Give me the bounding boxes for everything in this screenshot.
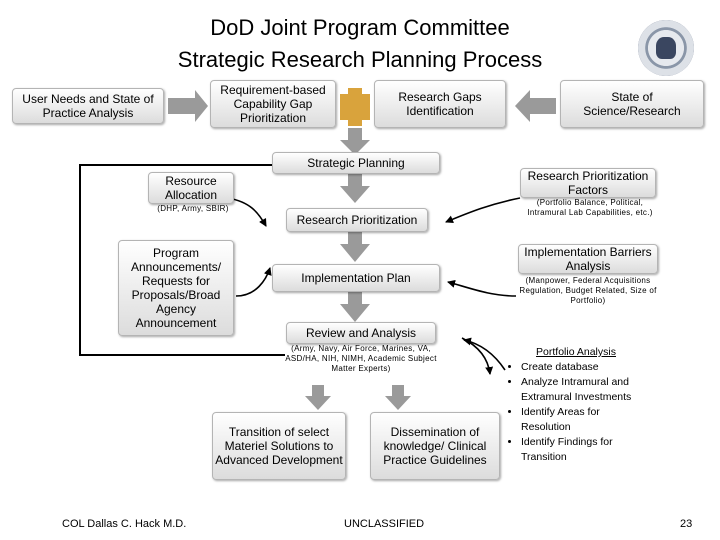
resource-allocation-sub: (DHP, Army, SBIR) bbox=[157, 204, 229, 213]
user-needs-label: User Needs and State of Practice Analysi… bbox=[22, 92, 154, 120]
portfolio-analysis-heading: Portfolio Analysis bbox=[536, 346, 616, 358]
strategic-planning-label: Strategic Planning bbox=[307, 156, 405, 170]
list-item: Create database bbox=[521, 360, 644, 375]
title-line-1: DoD Joint Program Committee bbox=[210, 15, 510, 40]
curved-arrow-factors bbox=[445, 197, 521, 224]
portfolio-analysis-list: Create database Analyze Intramural and E… bbox=[508, 360, 644, 465]
feedback-loop-line bbox=[79, 164, 285, 356]
rp-factors-sub: (Portfolio Balance, Political, Intramura… bbox=[527, 198, 653, 217]
review-analysis-sub: (Army, Navy, Air Force, Marines, VA, ASD… bbox=[285, 344, 437, 373]
impl-barriers-label: Implementation Barriers Analysis bbox=[524, 245, 652, 273]
list-item: Analyze Intramural and Extramural Invest… bbox=[521, 375, 644, 405]
program-announcements-box: Program Announcements/ Requests for Prop… bbox=[118, 240, 234, 336]
down-arrow-shape bbox=[340, 232, 370, 262]
arrow-left-shape bbox=[515, 90, 556, 122]
curved-arrow-program bbox=[235, 267, 272, 297]
state-of-science-box: State of Science/Research bbox=[560, 80, 704, 128]
dod-seal-logo bbox=[638, 20, 694, 76]
req-based-gap-box: Requirement-based Capability Gap Priorit… bbox=[210, 80, 336, 128]
impl-barriers-sub: (Manpower, Federal Acquisitions Regulati… bbox=[519, 276, 657, 305]
curved-arrow-review-right bbox=[463, 337, 506, 371]
list-item: Identify Areas for Resolution bbox=[521, 405, 644, 435]
req-based-gap-label: Requirement-based Capability Gap Priorit… bbox=[220, 83, 326, 125]
down-arrow-shape bbox=[385, 385, 411, 410]
footer-classification: UNCLASSIFIED bbox=[344, 518, 425, 530]
rp-factors-label: Research Prioritization Factors bbox=[527, 169, 649, 197]
research-gaps-box: Research Gaps Identification bbox=[374, 80, 506, 128]
dissemination-label: Dissemination of knowledge/ Clinical Pra… bbox=[383, 425, 487, 467]
page-number: 23 bbox=[680, 518, 693, 530]
footer-author: COL Dallas C. Hack M.D. bbox=[62, 518, 187, 530]
review-analysis-label: Review and Analysis bbox=[305, 326, 417, 340]
transition-box: Transition of select Materiel Solutions … bbox=[212, 412, 346, 480]
implementation-plan-box: Implementation Plan bbox=[272, 264, 440, 292]
program-announcements-label: Program Announcements/ Requests for Prop… bbox=[130, 246, 222, 330]
resource-allocation-box: Resource Allocation bbox=[148, 172, 234, 204]
down-arrow-shape bbox=[340, 292, 370, 322]
list-item: Identify Findings for Transition bbox=[521, 435, 644, 465]
down-arrow-shape bbox=[340, 172, 370, 203]
portfolio-analysis: Portfolio Analysis Create database Analy… bbox=[508, 345, 644, 465]
rp-factors-box: Research Prioritization Factors bbox=[520, 168, 656, 198]
arrow-right-shape bbox=[168, 90, 208, 122]
resource-allocation-label: Resource Allocation bbox=[164, 174, 218, 202]
dissemination-box: Dissemination of knowledge/ Clinical Pra… bbox=[370, 412, 500, 480]
down-arrow-shape bbox=[305, 385, 331, 410]
down-arrow-shape bbox=[340, 128, 370, 155]
title-line-2: Strategic Research Planning Process bbox=[177, 47, 543, 72]
user-needs-box: User Needs and State of Practice Analysi… bbox=[12, 88, 164, 124]
curved-arrow-barriers bbox=[447, 279, 517, 297]
state-of-science-label: State of Science/Research bbox=[583, 90, 681, 118]
convergence-cross-shape bbox=[340, 88, 370, 126]
research-prioritization-box: Research Prioritization bbox=[286, 208, 428, 232]
impl-barriers-box: Implementation Barriers Analysis bbox=[518, 244, 658, 274]
transition-label: Transition of select Materiel Solutions … bbox=[215, 425, 343, 467]
strategic-planning-box: Strategic Planning bbox=[272, 152, 440, 174]
research-gaps-label: Research Gaps Identification bbox=[398, 90, 482, 118]
research-prioritization-label: Research Prioritization bbox=[296, 213, 418, 227]
review-analysis-box: Review and Analysis bbox=[286, 322, 436, 344]
implementation-plan-label: Implementation Plan bbox=[301, 271, 411, 285]
